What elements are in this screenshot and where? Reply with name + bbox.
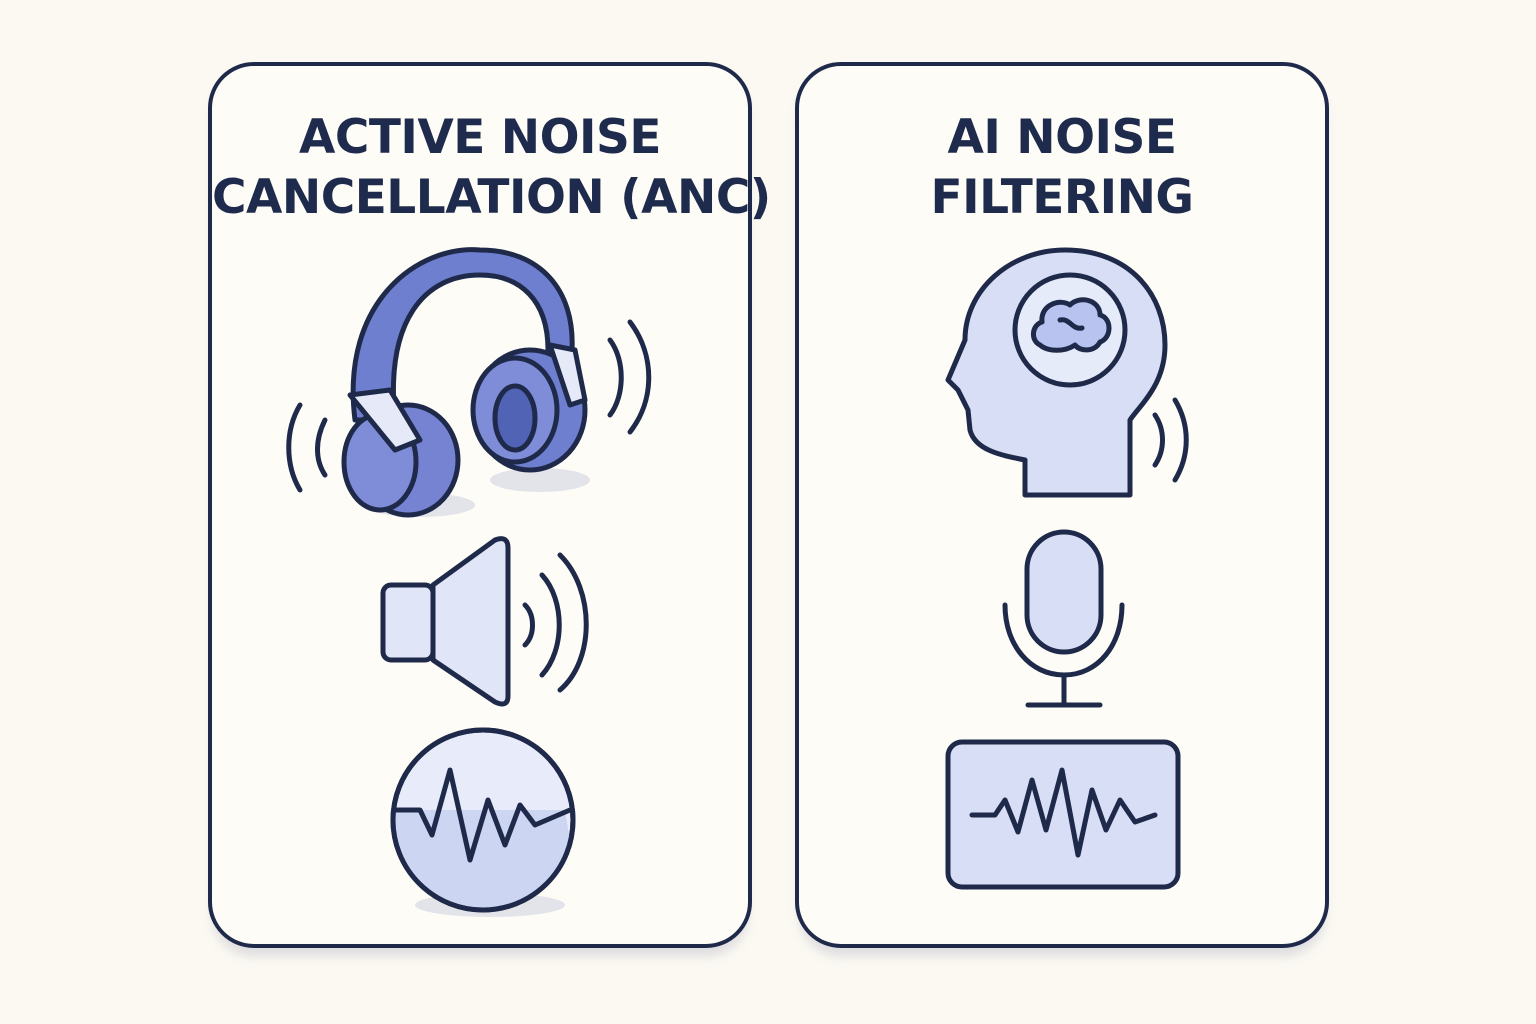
anc-title-line2: CANCELLATION (ANC) [212,170,771,225]
ai-title-line2: FILTERING [930,170,1194,225]
waveform-circle-icon [390,727,576,917]
anc-title: ACTIVE NOISE CANCELLATION (ANC) [212,108,771,228]
sound-waves-icon [286,319,652,493]
ai-title: AI NOISE FILTERING [799,108,1325,228]
speaker-icon [380,536,589,707]
head-brain-icon [945,247,1189,498]
anc-title-line1: ACTIVE NOISE [299,110,662,165]
headphones-icon [341,247,590,518]
ai-title-line1: AI NOISE [947,110,1177,165]
waveform-screen-icon [945,739,1181,890]
microphone-icon [1002,529,1125,708]
